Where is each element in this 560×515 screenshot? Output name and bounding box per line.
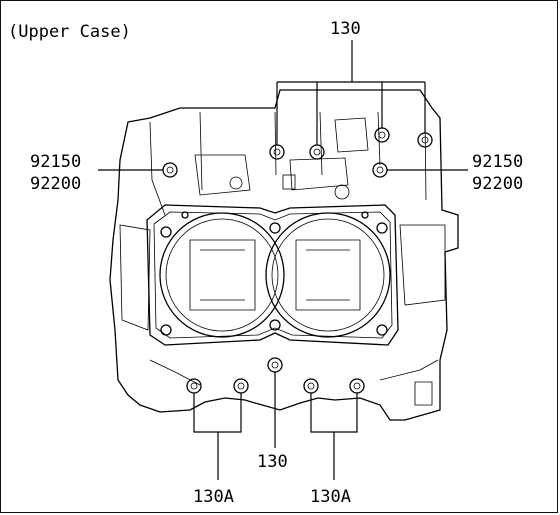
bolt-130a-left-2 <box>233 378 249 394</box>
bolt-130a-right-1 <box>303 378 319 394</box>
bolt-92150-right <box>372 162 388 178</box>
title-label: (Upper Case) <box>8 22 131 42</box>
deck-bolt-holes <box>160 211 388 336</box>
bolt-130a-left-1 <box>186 378 202 394</box>
callout-92150-left: 92150 <box>30 152 81 172</box>
callout-92150-right: 92150 <box>472 152 523 172</box>
callout-130a-right: 130A <box>310 487 351 507</box>
callout-130-top: 130 <box>330 19 361 39</box>
leader-lines <box>98 40 468 480</box>
callout-92200-left: 92200 <box>30 174 81 194</box>
cylinder-bores <box>159 212 391 338</box>
callout-92200-right: 92200 <box>472 174 523 194</box>
callout-130a-left: 130A <box>193 487 234 507</box>
upper-case-body <box>109 89 459 421</box>
bolt-130a-right-2 <box>349 378 365 394</box>
bolt-92150-left <box>162 162 178 178</box>
bolt-130-top-1 <box>269 144 285 160</box>
bolt-130-top-3 <box>374 127 390 143</box>
callout-130-bottom: 130 <box>257 452 288 472</box>
bolt-130-bottom <box>267 357 283 373</box>
bolt-130-top-2 <box>309 144 325 160</box>
bolt-heads <box>162 127 433 394</box>
